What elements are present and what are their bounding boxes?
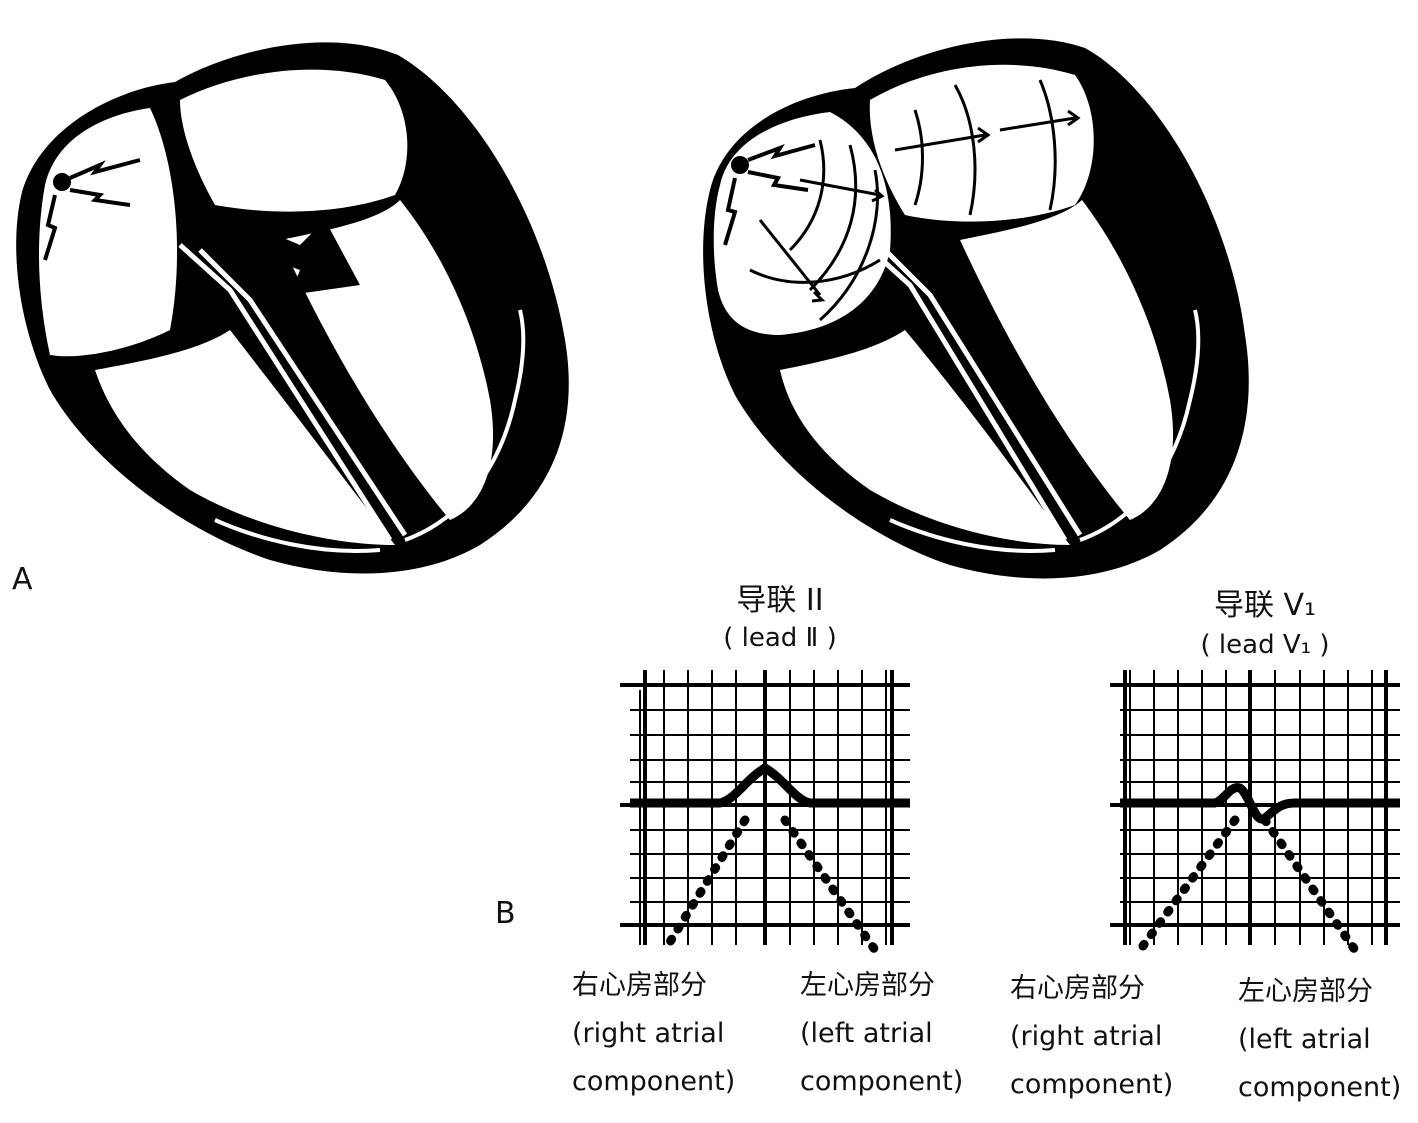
label-en1: (right atrial <box>572 1018 725 1049</box>
left-atrium-chamber <box>180 69 408 212</box>
heart-diagram-left <box>16 42 569 574</box>
right-ventricle-chamber <box>95 330 395 545</box>
left-atrial-dotted <box>1260 815 1360 955</box>
left-atrial-dotted <box>780 815 880 955</box>
lead-ii-title: 导联 II <box>736 583 824 618</box>
left-atrium-chamber <box>869 64 1094 222</box>
label-en1: (left atrial <box>800 1018 933 1049</box>
wavefront-arrows <box>758 178 885 303</box>
right-atrial-dotted <box>660 815 750 955</box>
ecg-grid-lead-v1 <box>1110 670 1400 955</box>
label-en2: component) <box>1010 1069 1174 1100</box>
panel-b-letter: B <box>495 896 516 931</box>
panel-a-letter: A <box>12 562 33 597</box>
label-en1: (left atrial <box>1238 1024 1371 1055</box>
label-en2: component) <box>800 1066 964 1097</box>
label-en2: component) <box>572 1066 736 1097</box>
right-atrium-chamber <box>713 112 891 335</box>
sa-node <box>731 156 749 174</box>
label-en1: (right atrial <box>1010 1021 1163 1052</box>
purkinje-right <box>889 518 1056 553</box>
impulse-lightning <box>43 158 141 261</box>
label-zh: 右心房部分 <box>572 970 707 1001</box>
label-zh: 左心房部分 <box>1238 976 1373 1007</box>
purkinje-left <box>1079 309 1201 542</box>
ecg-grid-lead-ii <box>620 670 910 955</box>
label-zh: 右心房部分 <box>1010 973 1145 1004</box>
purkinje-right <box>214 518 381 553</box>
p-wave-trace <box>630 762 910 808</box>
conduction-bundle <box>178 243 408 542</box>
conduction-arrow <box>205 205 360 295</box>
lead-ii-subtitle: ( lead Ⅱ ) <box>723 623 837 653</box>
lead-v1-title: 导联 V₁ <box>1213 588 1317 623</box>
p-wave-trace <box>1120 783 1400 824</box>
left-atrial-arcs <box>913 79 1057 216</box>
left-ventricle-chamber <box>960 200 1174 520</box>
right-ventricle-chamber <box>780 330 1070 545</box>
lead-v1-left-atrial-label: 左心房部分 (left atrial component) <box>1238 968 1401 1112</box>
purkinje-left <box>404 309 526 542</box>
lead-ii-left-atrial-label: 左心房部分 (left atrial component) <box>800 962 963 1106</box>
lead-ii-right-atrial-label: 右心房部分 (right atrial component) <box>572 962 735 1106</box>
right-atrial-dotted <box>1135 815 1240 955</box>
wavefront-arcs <box>749 139 881 322</box>
label-zh: 左心房部分 <box>800 970 935 1001</box>
panel-a: A <box>12 38 1249 597</box>
heart-diagram-right <box>703 38 1249 579</box>
impulse-lightning <box>723 143 816 246</box>
label-en2: component) <box>1238 1072 1402 1103</box>
lead-v1-right-atrial-label: 右心房部分 (right atrial component) <box>1010 965 1173 1109</box>
conduction-bundle <box>858 238 1083 542</box>
sa-node <box>53 173 71 191</box>
lead-v1-subtitle: ( lead V₁ ) <box>1200 630 1330 660</box>
left-atrial-arrows <box>894 109 1081 152</box>
right-atrium-chamber <box>38 108 178 357</box>
